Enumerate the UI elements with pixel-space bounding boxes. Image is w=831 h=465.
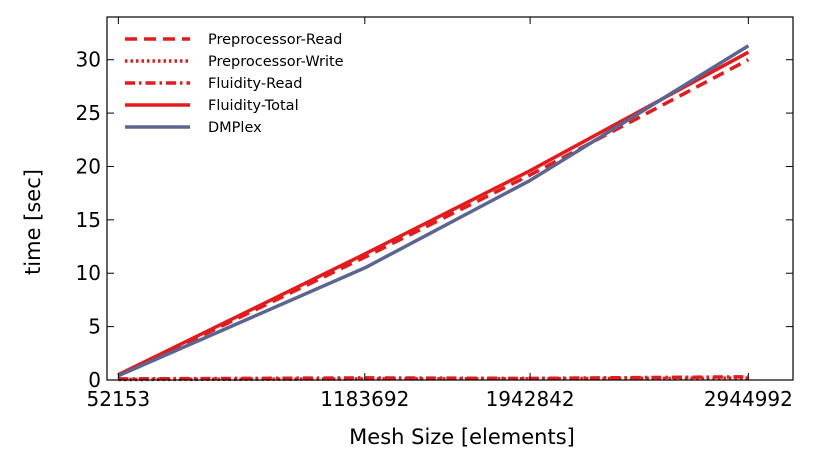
legend: Preprocessor-ReadPreprocessor-WriteFluid… <box>125 32 344 136</box>
axes-layer <box>106 16 794 381</box>
x-tick-label: 2944992 <box>704 387 793 411</box>
legend-label-dmplex: DMPlex <box>208 120 262 136</box>
legend-label-fluidity-total: Fluidity-Total <box>208 98 299 114</box>
y-tick-label: 5 <box>88 315 101 339</box>
y-tick-label: 10 <box>76 261 101 285</box>
series-line-preprocessor-read <box>117 58 750 378</box>
legend-label-preprocessor-write: Preprocessor-Write <box>208 54 344 70</box>
x-tick-label: 1183692 <box>320 387 409 411</box>
ticks-layer: 0 5 10 15 20 25 30 52153 1183692 1942842 2944992 <box>76 17 793 411</box>
y-tick-label: 25 <box>76 101 101 125</box>
legend-label-preprocessor-read: Preprocessor-Read <box>208 32 342 48</box>
y-tick-label: 20 <box>76 154 101 178</box>
y-tick-label: 15 <box>76 208 101 232</box>
x-tick-label: 1942842 <box>486 387 575 411</box>
series-layer <box>117 44 750 382</box>
y-tick-label: 0 <box>88 368 101 392</box>
series-line-fluidity-read <box>118 375 749 381</box>
legend-label-fluidity-read: Fluidity-Read <box>208 76 303 92</box>
plot-frame <box>106 16 794 381</box>
x-axis-label: Mesh Size [elements] <box>349 425 575 449</box>
series-line-dmplex <box>117 44 750 378</box>
y-tick-label: 30 <box>76 48 101 72</box>
y-axis-label: time [sec] <box>21 169 45 275</box>
x-tick-label: 52153 <box>87 387 151 411</box>
